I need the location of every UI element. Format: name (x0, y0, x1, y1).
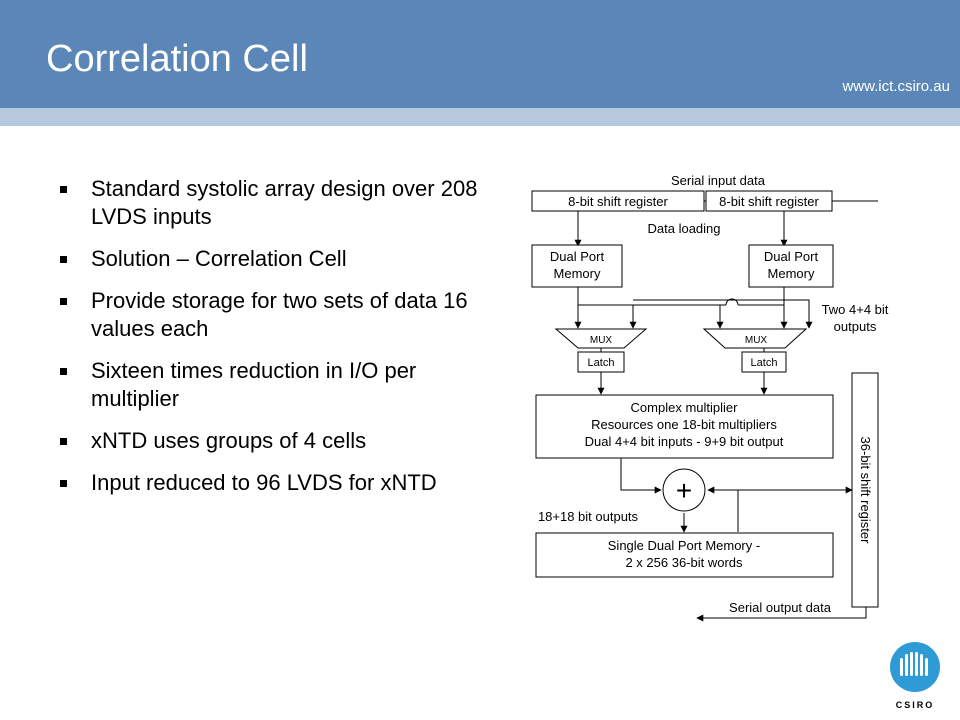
dual-port-memory-box (748, 244, 834, 288)
bullet-square-icon (60, 480, 67, 487)
mux-shape (554, 328, 648, 349)
dual-port-memory-box (531, 244, 623, 288)
bullet-item: Provide storage for two sets of data 16 … (58, 287, 498, 343)
shift-register-label: 8-bit shift register (719, 194, 819, 209)
bullet-square-icon (60, 368, 67, 375)
dpm-label: Memory (554, 266, 601, 281)
dpm-label: Dual Port (764, 249, 819, 264)
latch-box (741, 351, 787, 373)
bullet-item: Solution – Correlation Cell (58, 245, 498, 273)
bullet-square-icon (60, 438, 67, 445)
multiplier-label: Resources one 18-bit multipliers (591, 417, 777, 432)
shift-register-label: 8-bit shift register (568, 194, 668, 209)
header-bar (0, 0, 960, 108)
latch-box (577, 351, 625, 373)
dpm-label: Dual Port (550, 249, 605, 264)
adder-plus-label: + (676, 475, 692, 506)
csiro-logo-text: CSIRO (896, 700, 935, 710)
latch-label: Latch (751, 357, 778, 369)
mux-label: MUX (590, 335, 613, 346)
shift-register-36-box (851, 372, 879, 608)
two-outputs-label: outputs (834, 319, 877, 334)
mux-shape (702, 328, 808, 349)
bullet-text: xNTD uses groups of 4 cells (91, 428, 367, 453)
serial-input-label: Serial input data (671, 173, 766, 188)
multiplier-label: Complex multiplier (631, 400, 739, 415)
dpm-label: Memory (768, 266, 815, 281)
memory-label: 2 x 256 36-bit words (625, 555, 743, 570)
multiplier-label: Dual 4+4 bit inputs - 9+9 bit output (585, 434, 784, 449)
latch-label: Latch (588, 357, 615, 369)
adder-circle (662, 468, 706, 512)
bullet-text: Sixteen times reduction in I/O per multi… (91, 358, 417, 411)
bullet-square-icon (60, 186, 67, 193)
shift-register-box (705, 190, 833, 212)
data-loading-label: Data loading (648, 221, 721, 236)
bullet-square-icon (60, 298, 67, 305)
shift-register-box (531, 190, 705, 212)
slide-title: Correlation Cell (46, 38, 308, 80)
memory-label: Single Dual Port Memory - (608, 538, 760, 553)
bullet-text: Solution – Correlation Cell (91, 246, 347, 271)
shift-register-36-label: 36-bit shift register (858, 437, 873, 545)
serial-output-label: Serial output data (729, 600, 832, 615)
bullet-item: Input reduced to 96 LVDS for xNTD (58, 469, 498, 497)
two-outputs-label: Two 4+4 bit (822, 302, 889, 317)
site-url: www.ict.csiro.au (842, 78, 950, 95)
bullet-item: Standard systolic array design over 208 … (58, 175, 498, 231)
bullet-text: Provide storage for two sets of data 16 … (91, 288, 468, 341)
outputs-18-label: 18+18 bit outputs (538, 509, 639, 524)
csiro-logo: CSIRO (890, 642, 940, 710)
bullet-square-icon (60, 256, 67, 263)
complex-multiplier-box (535, 394, 834, 459)
bullet-list: Standard systolic array design over 208 … (58, 175, 498, 511)
bullet-item: xNTD uses groups of 4 cells (58, 427, 498, 455)
header-band (0, 108, 960, 126)
single-dual-port-memory-box (535, 532, 834, 578)
mux-label: MUX (745, 335, 768, 346)
bullet-text: Standard systolic array design over 208 … (91, 176, 478, 229)
bullet-item: Sixteen times reduction in I/O per multi… (58, 357, 498, 413)
bullet-text: Input reduced to 96 LVDS for xNTD (91, 470, 437, 495)
